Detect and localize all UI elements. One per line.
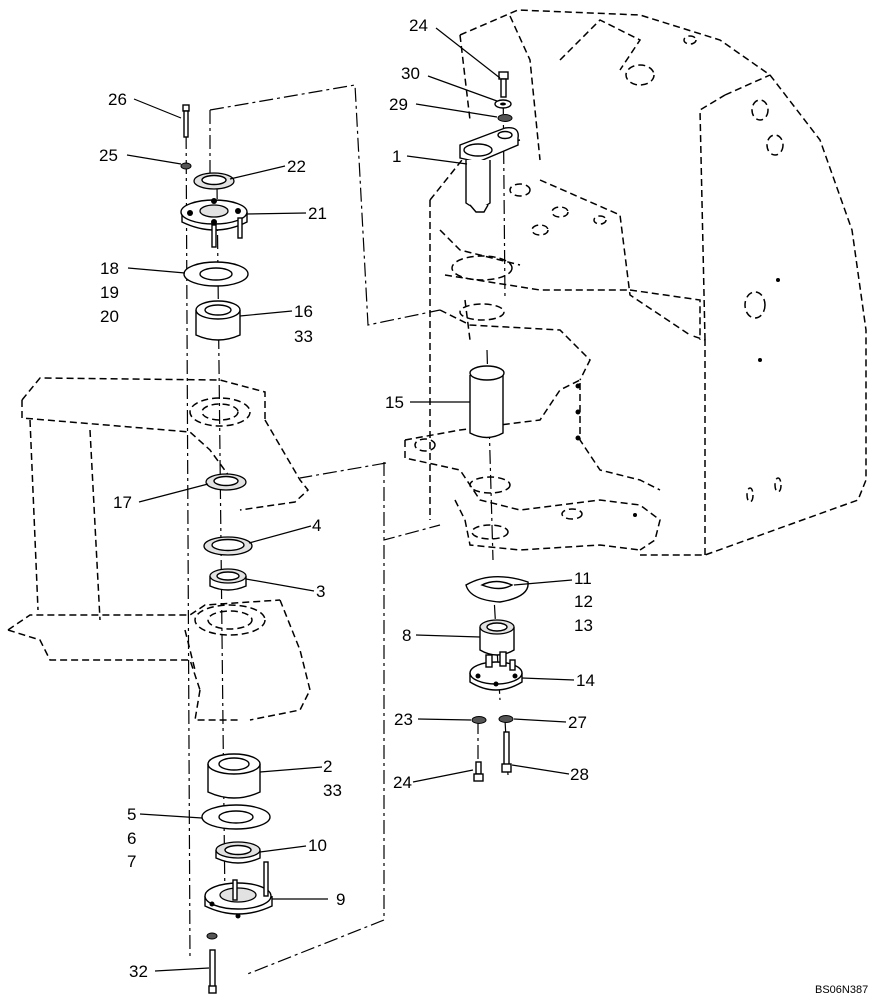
part-9-cap bbox=[204, 861, 273, 919]
part-29-washer bbox=[497, 114, 513, 122]
callout-11: 11 bbox=[574, 569, 592, 588]
part-18-shim bbox=[183, 261, 249, 287]
callout-17: 17 bbox=[113, 493, 132, 512]
callout-5: 5 bbox=[127, 805, 136, 824]
callout-16: 16 bbox=[294, 302, 313, 321]
callout-20: 20 bbox=[100, 307, 119, 326]
axle-frame bbox=[7, 377, 311, 721]
callout-27: 27 bbox=[568, 713, 587, 732]
part-1-pin bbox=[459, 127, 519, 213]
callout-29: 29 bbox=[389, 95, 408, 114]
part-11-shim bbox=[465, 575, 529, 603]
part-30-washer bbox=[494, 99, 512, 109]
callout-4: 4 bbox=[312, 516, 321, 535]
part-22-seal bbox=[193, 172, 235, 190]
callout-33-top: 33 bbox=[294, 327, 313, 346]
callout-21: 21 bbox=[308, 204, 327, 223]
callout-30: 30 bbox=[401, 64, 420, 83]
callout-12: 12 bbox=[574, 592, 593, 611]
chassis-frame bbox=[404, 9, 867, 556]
callout-24-bottom: 24 bbox=[393, 773, 412, 792]
leader-lines bbox=[126, 27, 575, 972]
callout-28: 28 bbox=[570, 765, 589, 784]
callout-2: 2 bbox=[323, 757, 332, 776]
part-14-cap bbox=[469, 651, 523, 691]
part-27-washer bbox=[498, 715, 514, 723]
callout-19: 19 bbox=[100, 283, 119, 302]
callout-14: 14 bbox=[576, 671, 595, 690]
part-24-bolt-bottom bbox=[473, 761, 484, 782]
part-24-bolt-top bbox=[498, 71, 509, 98]
callout-labels: 24 30 29 1 26 25 22 21 18 19 20 16 33 15… bbox=[99, 16, 868, 996]
part-17-seal bbox=[205, 473, 247, 491]
callout-18: 18 bbox=[100, 259, 119, 278]
part-10-seal bbox=[215, 841, 261, 864]
part-28-bolt bbox=[501, 731, 512, 773]
callout-24-top: 24 bbox=[409, 16, 428, 35]
callout-13: 13 bbox=[574, 616, 593, 635]
part-25-washer bbox=[180, 162, 192, 170]
drawing-reference: BS06N387 bbox=[815, 984, 868, 996]
callout-22: 22 bbox=[287, 157, 306, 176]
callout-33-bottom: 33 bbox=[323, 781, 342, 800]
part-5-shim bbox=[201, 804, 271, 830]
part-23-washer bbox=[471, 716, 487, 724]
callout-8: 8 bbox=[402, 626, 411, 645]
callout-25: 25 bbox=[99, 146, 118, 165]
phantom-outlines bbox=[209, 84, 441, 976]
callout-15: 15 bbox=[385, 393, 404, 412]
part-8-bushing bbox=[479, 619, 515, 656]
part-3-bearing bbox=[209, 568, 247, 591]
callout-7: 7 bbox=[127, 852, 136, 871]
callout-3: 3 bbox=[316, 582, 325, 601]
part-2-bushing bbox=[207, 753, 261, 799]
part-16-bushing bbox=[195, 300, 241, 341]
callout-23: 23 bbox=[394, 710, 413, 729]
callout-1: 1 bbox=[392, 147, 401, 166]
callout-10: 10 bbox=[308, 836, 327, 855]
callout-26: 26 bbox=[108, 90, 127, 109]
part-32-bolt bbox=[206, 932, 218, 994]
part-26-bolt bbox=[182, 104, 190, 138]
callout-6: 6 bbox=[127, 829, 136, 848]
callout-32: 32 bbox=[129, 962, 148, 981]
part-4-race bbox=[203, 536, 253, 556]
callout-9: 9 bbox=[336, 890, 345, 909]
part-15-pin bbox=[469, 365, 505, 439]
part-21-cap bbox=[180, 198, 248, 248]
